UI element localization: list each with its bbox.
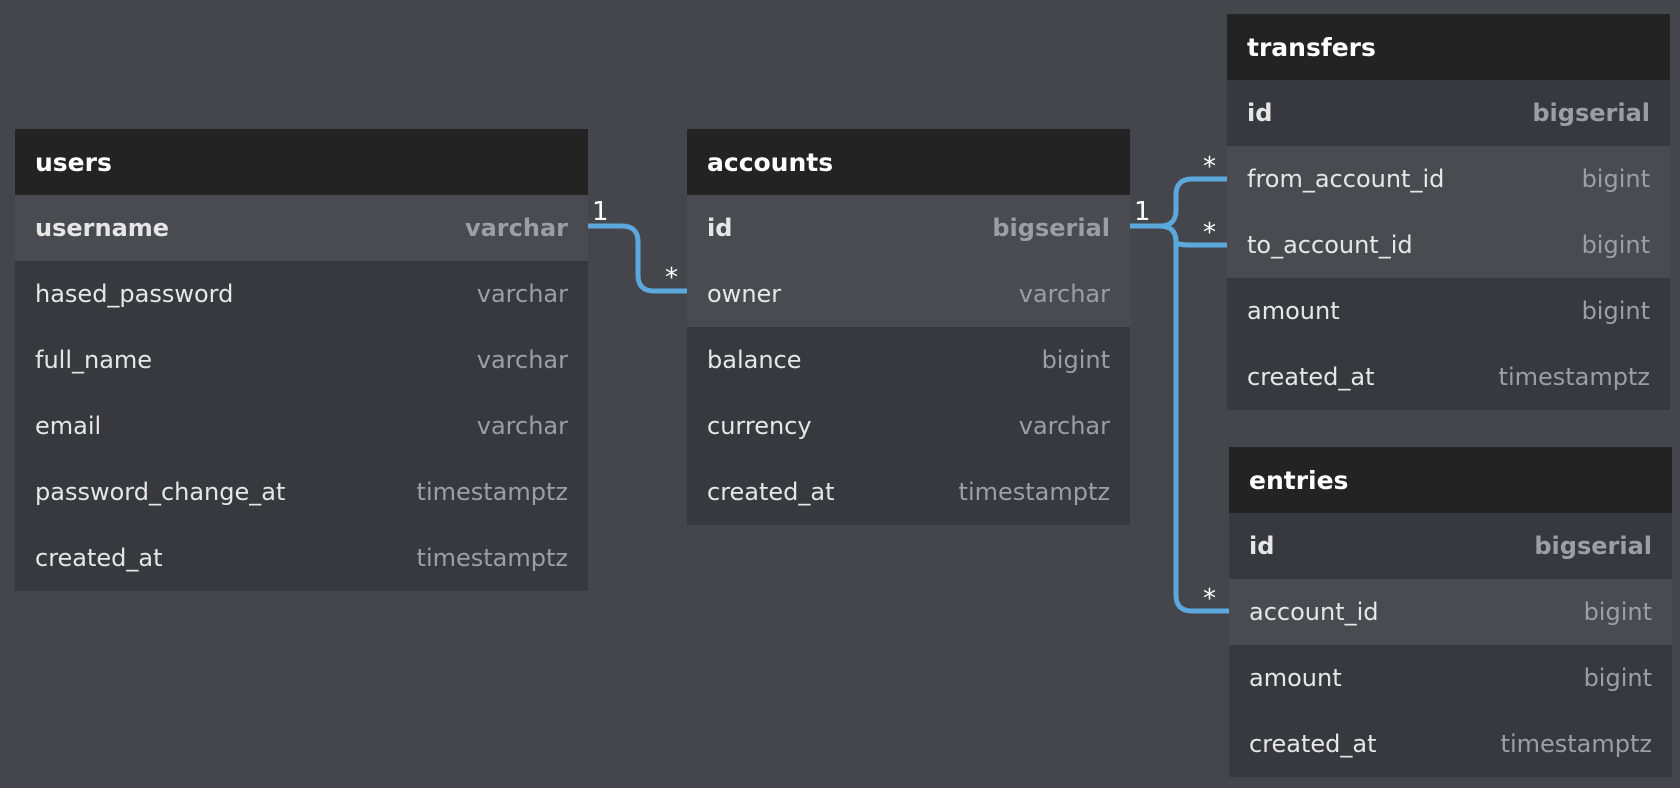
field-type: bigint xyxy=(1041,346,1110,374)
field-name: full_name xyxy=(35,346,153,374)
field-name: created_at xyxy=(707,478,835,506)
field-name: created_at xyxy=(1247,363,1375,391)
cardinality-entries-many: * xyxy=(1203,584,1216,614)
field-name: balance xyxy=(707,346,802,374)
field-type: bigint xyxy=(1583,664,1652,692)
field-row[interactable]: id bigserial xyxy=(1227,80,1670,146)
field-type: bigserial xyxy=(1534,532,1652,560)
field-type: timestamptz xyxy=(1498,363,1650,391)
field-type: varchar xyxy=(1018,280,1110,308)
field-type: timestamptz xyxy=(416,478,568,506)
field-name: created_at xyxy=(1249,730,1377,758)
cardinality-transfers-to-many: * xyxy=(1203,218,1216,248)
field-name: amount xyxy=(1249,664,1342,692)
field-type: bigserial xyxy=(1532,99,1650,127)
field-type: timestamptz xyxy=(958,478,1110,506)
field-row[interactable]: from_account_id bigint xyxy=(1227,146,1670,212)
field-type: bigint xyxy=(1581,297,1650,325)
field-row[interactable]: created_at timestamptz xyxy=(15,525,588,591)
table-header[interactable]: accounts xyxy=(687,129,1130,195)
field-name: email xyxy=(35,412,102,440)
field-type: varchar xyxy=(1018,412,1110,440)
field-type: bigint xyxy=(1581,231,1650,259)
cardinality-users-accounts-many: * xyxy=(665,263,678,293)
field-type: bigint xyxy=(1581,165,1650,193)
table-entries[interactable]: entries id bigserial account_id bigint a… xyxy=(1229,447,1672,777)
field-name: id xyxy=(1249,532,1275,560)
field-row[interactable]: account_id bigint xyxy=(1229,579,1672,645)
cardinality-accounts-transfers-one: 1 xyxy=(1134,197,1151,227)
field-type: bigserial xyxy=(992,214,1110,242)
field-name: owner xyxy=(707,280,782,308)
field-row[interactable]: balance bigint xyxy=(687,327,1130,393)
field-name: id xyxy=(1247,99,1273,127)
table-transfers[interactable]: transfers id bigserial from_account_id b… xyxy=(1227,14,1670,410)
field-row[interactable]: created_at timestamptz xyxy=(1227,344,1670,410)
field-row[interactable]: created_at timestamptz xyxy=(1229,711,1672,777)
relation-users-accounts xyxy=(588,223,687,294)
field-type: varchar xyxy=(464,214,568,242)
field-type: timestamptz xyxy=(416,544,568,572)
table-header[interactable]: entries xyxy=(1229,447,1672,513)
field-type: bigint xyxy=(1583,598,1652,626)
field-type: varchar xyxy=(476,412,568,440)
field-type: timestamptz xyxy=(1500,730,1652,758)
field-row[interactable]: email varchar xyxy=(15,393,588,459)
relation-accounts-transfers-from xyxy=(1130,176,1227,229)
field-name: username xyxy=(35,214,170,242)
field-row[interactable]: amount bigint xyxy=(1227,278,1670,344)
field-type: varchar xyxy=(476,280,568,308)
relation-accounts-entries xyxy=(1159,223,1229,614)
field-type: varchar xyxy=(476,346,568,374)
field-name: id xyxy=(707,214,733,242)
cardinality-users-accounts-one: 1 xyxy=(592,197,609,227)
table-header[interactable]: users xyxy=(15,129,588,195)
field-row[interactable]: to_account_id bigint xyxy=(1227,212,1670,278)
field-name: currency xyxy=(707,412,812,440)
field-row[interactable]: amount bigint xyxy=(1229,645,1672,711)
relation-accounts-transfers-to xyxy=(1159,223,1227,248)
table-users[interactable]: users username varchar hased_password va… xyxy=(15,129,588,591)
field-row[interactable]: username varchar xyxy=(15,195,588,261)
cardinality-transfers-from-many: * xyxy=(1203,152,1216,182)
field-name: to_account_id xyxy=(1247,231,1413,259)
field-row[interactable]: owner varchar xyxy=(687,261,1130,327)
field-row[interactable]: password_change_at timestamptz xyxy=(15,459,588,525)
table-header[interactable]: transfers xyxy=(1227,14,1670,80)
field-name: password_change_at xyxy=(35,478,286,506)
table-accounts[interactable]: accounts id bigserial owner varchar bala… xyxy=(687,129,1130,525)
field-name: account_id xyxy=(1249,598,1379,626)
field-row[interactable]: hased_password varchar xyxy=(15,261,588,327)
field-row[interactable]: id bigserial xyxy=(687,195,1130,261)
field-row[interactable]: created_at timestamptz xyxy=(687,459,1130,525)
field-row[interactable]: full_name varchar xyxy=(15,327,588,393)
field-row[interactable]: id bigserial xyxy=(1229,513,1672,579)
field-name: amount xyxy=(1247,297,1340,325)
field-name: from_account_id xyxy=(1247,165,1445,193)
field-name: created_at xyxy=(35,544,163,572)
field-name: hased_password xyxy=(35,280,234,308)
field-row[interactable]: currency varchar xyxy=(687,393,1130,459)
